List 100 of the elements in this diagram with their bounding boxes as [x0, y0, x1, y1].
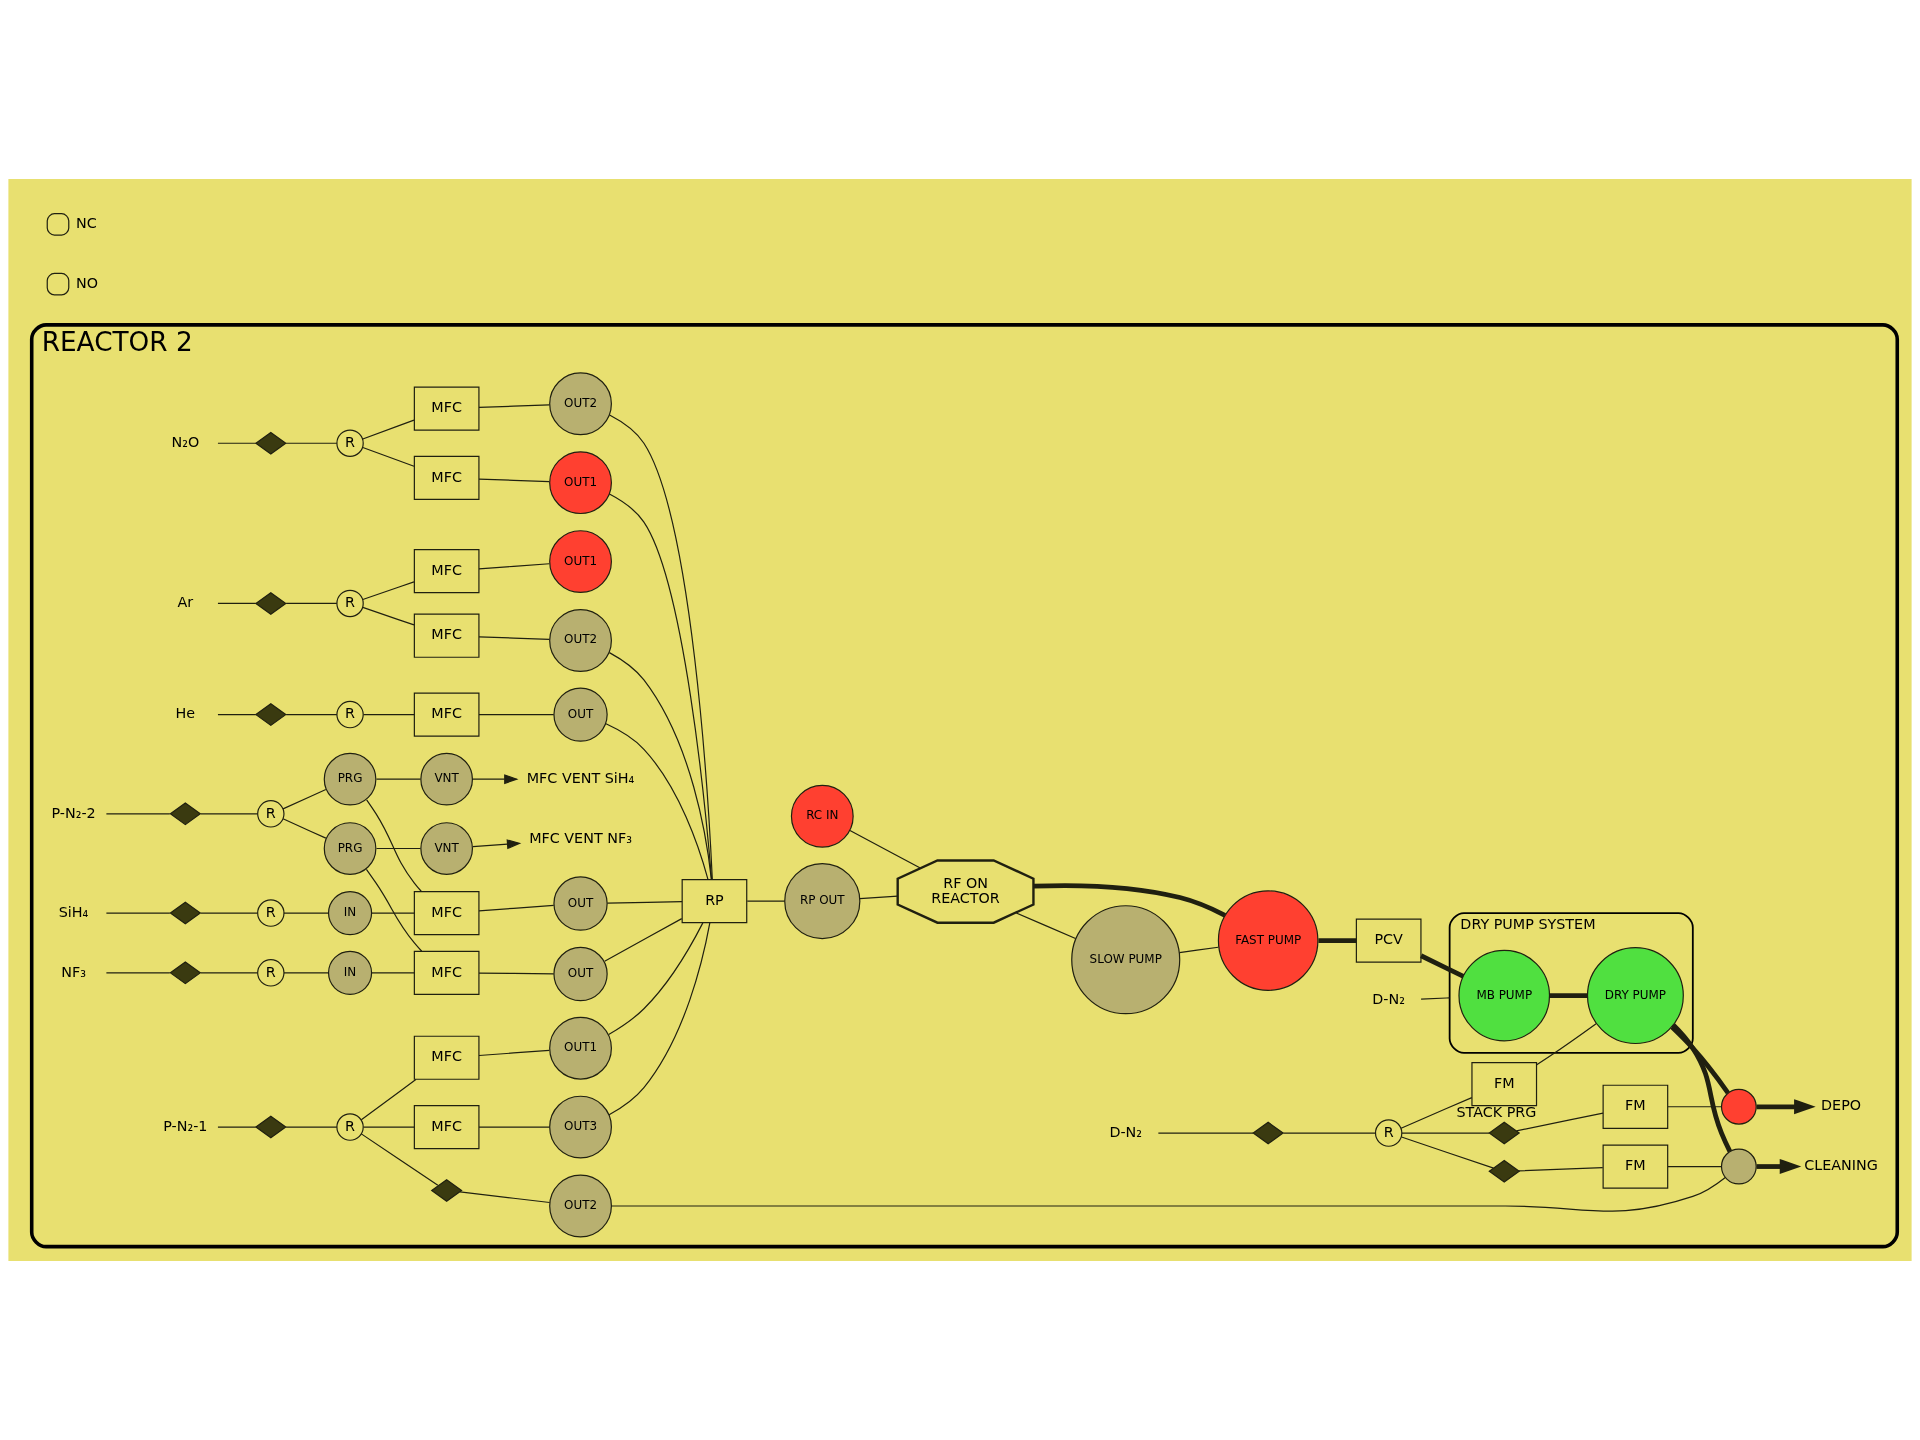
node-text: P-N₂-2	[51, 804, 96, 821]
connector	[478, 904, 555, 912]
connector	[282, 818, 327, 839]
node-circle: PRG	[323, 752, 377, 806]
node-circle: R	[1374, 1119, 1403, 1147]
node-box: MFC	[413, 549, 480, 594]
node-box: FM	[1602, 1084, 1669, 1129]
connector	[604, 918, 683, 962]
node-circle: DRY PUMP	[1586, 947, 1684, 1045]
connector	[478, 636, 550, 640]
node-circle: MB PUMP	[1458, 949, 1551, 1042]
node-circle: RP OUT	[784, 863, 861, 940]
connector	[362, 419, 415, 440]
node-circle: VNT	[420, 752, 474, 806]
connector	[362, 446, 415, 467]
node-valve	[254, 591, 287, 615]
node-valve	[430, 1178, 463, 1202]
node-circle: OUT	[553, 687, 608, 742]
node-circle: OUT1	[549, 1016, 612, 1080]
connector	[1178, 946, 1219, 954]
node-box: MFC	[413, 1035, 480, 1080]
node-text: D-N₂	[1109, 1123, 1143, 1140]
node-circle: OUT1	[549, 451, 612, 515]
connector	[285, 442, 338, 444]
connector	[1318, 938, 1357, 943]
node-valve	[169, 961, 202, 985]
node-valve	[169, 802, 202, 826]
connector	[285, 602, 338, 605]
node-circle: IN	[327, 950, 373, 995]
connector	[1015, 912, 1077, 940]
connector	[1671, 1023, 1732, 1153]
connector	[105, 972, 171, 974]
node-text: P-N₂-1	[163, 1117, 208, 1134]
connector	[105, 912, 171, 914]
node-text: CLEANING	[1804, 1157, 1878, 1174]
node-label: STACK PRG	[1456, 1104, 1537, 1121]
node-text: He	[175, 705, 196, 722]
connector	[1515, 1112, 1604, 1132]
node-circle: OUT2	[549, 1174, 612, 1238]
node-circle: OUT2	[549, 609, 612, 672]
node-valve	[254, 703, 287, 727]
connector	[217, 442, 257, 444]
connector	[459, 1191, 551, 1204]
connector	[478, 404, 550, 409]
node-box: FM	[1602, 1144, 1669, 1189]
connector	[105, 813, 171, 815]
connector	[608, 922, 711, 1116]
node-circle: RC IN	[790, 784, 854, 848]
node-circle: OUT2	[549, 372, 612, 436]
connector	[217, 714, 257, 716]
node-valve	[254, 1115, 287, 1139]
connector	[1667, 1106, 1722, 1108]
node-circle: SLOW PUMP	[1071, 905, 1181, 1015]
node-text: Ar	[177, 594, 194, 611]
connector	[283, 912, 329, 914]
connector	[605, 723, 709, 881]
node-text: SiH₄	[58, 903, 89, 920]
connector	[285, 714, 338, 716]
connector	[362, 606, 415, 626]
connector	[362, 581, 415, 601]
node-circle: IN	[327, 890, 373, 936]
connector	[217, 1126, 257, 1128]
connector	[1549, 993, 1588, 998]
connector	[375, 778, 422, 780]
connector	[360, 1078, 417, 1121]
node-box: PCV	[1355, 918, 1422, 963]
node-valve	[254, 431, 287, 455]
node-text: NF₃	[61, 963, 86, 980]
connector	[478, 563, 550, 570]
connector	[606, 901, 683, 904]
connector	[609, 414, 713, 880]
connector	[217, 602, 257, 605]
connector	[478, 1049, 550, 1057]
node-circle: PRG	[323, 822, 377, 875]
connector	[200, 912, 258, 914]
connector	[1282, 1132, 1376, 1134]
connector	[1420, 997, 1451, 1000]
node-text: MFC VENT NF₃	[529, 829, 632, 846]
node-circle	[1720, 1088, 1757, 1125]
connector	[608, 922, 704, 1036]
node-box: MFC	[413, 613, 480, 658]
arrow	[1756, 1099, 1816, 1115]
connector	[608, 493, 713, 880]
connector	[1400, 1097, 1473, 1129]
node-circle: R	[336, 589, 364, 618]
node-text: D-N₂	[1372, 991, 1405, 1008]
node-circle: R	[257, 800, 285, 828]
node-circle: R	[257, 959, 285, 987]
node-text: MFC VENT SiH₄	[526, 769, 635, 786]
connector	[371, 912, 415, 914]
node-circle: FAST PUMP	[1217, 890, 1319, 991]
connector	[611, 1176, 1726, 1212]
connector	[1670, 1025, 1730, 1095]
connector	[478, 1126, 550, 1128]
arrow	[1756, 1159, 1802, 1175]
connector	[1536, 1023, 1597, 1066]
connector	[360, 1133, 439, 1186]
node-text: N₂O	[171, 433, 200, 450]
connector	[859, 895, 899, 900]
connector	[1518, 1167, 1604, 1172]
